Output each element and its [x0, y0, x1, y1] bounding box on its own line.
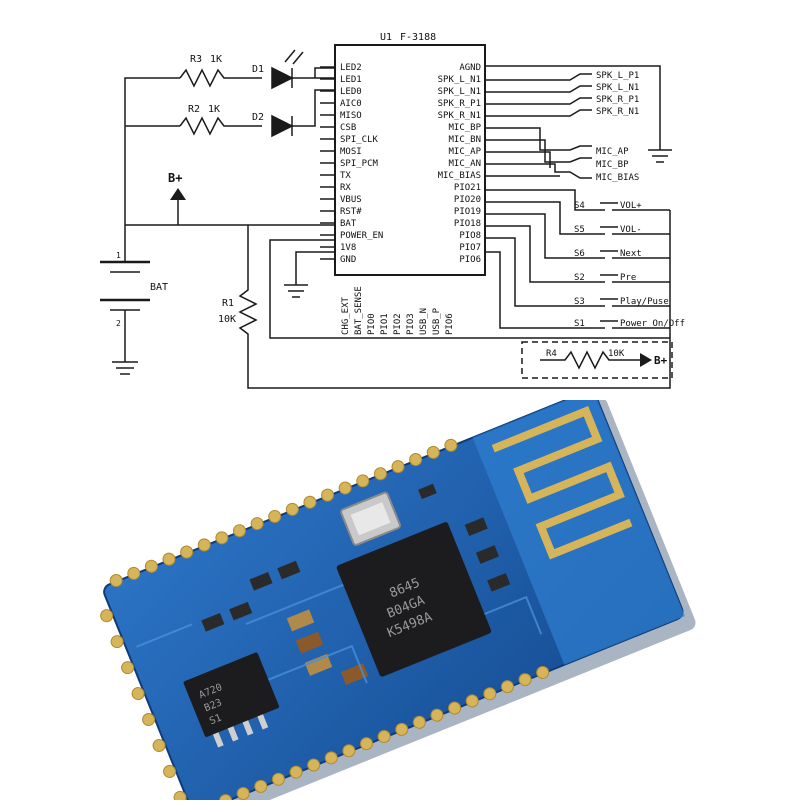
chip-right-pin-label: PIO18 [454, 219, 481, 229]
chip-right-pin-label: SPK_R_N1 [438, 111, 481, 121]
chip-right-pin-label: PIO8 [459, 231, 481, 241]
chip-left-pin-label: LED2 [340, 63, 362, 73]
bplus-label: B+ [168, 171, 182, 185]
chip-left-pin-label: SPI_CLK [340, 135, 379, 145]
chip-left-pin-label: MISO [340, 111, 362, 121]
mic-net-label: MIC_BP [596, 160, 629, 170]
r3-value: 1K [210, 54, 222, 65]
chip-left-pin-label: 1V8 [340, 243, 356, 253]
chip-right-pin-label: SPK_L_N1 [438, 75, 481, 85]
chip-bottom-pin-label: USB_N [419, 308, 429, 335]
chip-left-pin-label: BAT [340, 219, 357, 229]
chip-left-pin-label: VBUS [340, 195, 362, 205]
chip-right-pin-label: MIC_AN [448, 159, 481, 169]
led-d2 [272, 90, 335, 136]
bplus-arrow-right-icon [640, 353, 652, 367]
bluetooth-module-photo: 8645 B04GA K5498A A720 B23 S1 [0, 400, 800, 800]
chip-left-pin-label: POWER_EN [340, 231, 383, 241]
switch-function-label: Next [620, 249, 642, 259]
chip-right-pin-label: SPK_R_P1 [438, 99, 481, 109]
chip-right-pin-label: SPK_L_N1 [438, 87, 481, 97]
d2-label: D2 [252, 112, 264, 123]
speaker-net-label: SPK_R_N1 [596, 107, 639, 117]
chip-right-pin-label: PIO21 [454, 183, 481, 193]
chip-left-pin-label: LED1 [340, 75, 362, 85]
chip-right-pin-label: PIO7 [459, 243, 481, 253]
r1-value: 10K [218, 314, 236, 325]
r4-value: 10K [608, 349, 625, 359]
switch-function-label: Power On/Off [620, 319, 685, 329]
r2-ref: R2 [188, 104, 200, 115]
chip-bottom-pin-label: PIO3 [406, 313, 416, 335]
r4-ref: R4 [546, 349, 557, 359]
chip-left-pin-label: SPI_PCM [340, 159, 379, 169]
led-d1 [272, 50, 335, 88]
chip-designator: U1 [380, 32, 392, 43]
battery-pin2: 2 [116, 319, 121, 328]
chip-bottom-pin-label: PIO1 [380, 313, 390, 335]
chip-right-pin-label: PIO6 [459, 255, 481, 265]
chip-bottom-pin-label: PIO6 [445, 313, 455, 335]
resistor-r2 [180, 118, 262, 134]
switch-contacts [590, 203, 670, 328]
r3-ref: R3 [190, 54, 202, 65]
chip-left-pin-label: AIC0 [340, 99, 362, 109]
chip-right-pin-label: MIC_BIAS [438, 171, 481, 181]
battery-pin1: 1 [116, 251, 121, 260]
chip-right-pin-label: PIO20 [454, 195, 481, 205]
r4-net: B+ [654, 354, 668, 367]
chip-right-pin-label: MIC_BP [448, 123, 481, 133]
switch-ref-label: S4 [574, 201, 585, 211]
chip-right-pin-label: MIC_AP [448, 147, 481, 157]
switch-ref-label: S2 [574, 273, 585, 283]
r2-value: 1K [208, 104, 220, 115]
switch-ref-label: S1 [574, 319, 585, 329]
mic-labels: MIC_AP MIC_BP MIC_BIAS [596, 147, 639, 183]
battery-label: BAT [150, 282, 168, 293]
switch-function-label: Pre [620, 273, 636, 283]
chip-left-pin-label: RX [340, 183, 351, 193]
speaker-net-label: SPK_L_P1 [596, 71, 639, 81]
mic-net-label: MIC_BIAS [596, 173, 639, 183]
chip-right-pins: AGNDSPK_L_N1SPK_L_N1SPK_R_P1SPK_R_N1MIC_… [438, 63, 482, 265]
chip-part: F-3188 [400, 32, 436, 43]
chip-right-pin-label: PIO19 [454, 207, 481, 217]
switch-ref-label: S5 [574, 225, 585, 235]
speaker-net-label: SPK_R_P1 [596, 95, 639, 105]
chip-left-pin-label: TX [340, 171, 351, 181]
chip-left-pin-label: LED0 [340, 87, 362, 97]
battery-symbol [100, 225, 150, 374]
chip-bottom-pin-label: USB_P [432, 307, 442, 335]
chip-left-pin-label: CSB [340, 123, 356, 133]
switch-ref-label: S3 [574, 297, 585, 307]
chip-bottom-pin-label: PIO2 [393, 313, 403, 335]
switch-ref-label: S6 [574, 249, 585, 259]
chip-right-pin-label: AGND [459, 63, 481, 73]
chip-left-pin-label: RST# [340, 207, 362, 217]
mic-net-label: MIC_AP [596, 147, 629, 157]
speaker-net-label: SPK_L_N1 [596, 83, 639, 93]
chip-bottom-pin-label: PIO0 [367, 313, 377, 335]
d1-label: D1 [252, 64, 264, 75]
chip-right-pin-label: MIC_BN [448, 135, 481, 145]
bplus-arrow-icon [170, 188, 186, 200]
r1-ref: R1 [222, 298, 234, 309]
chip-left-pin-label: MOSI [340, 147, 362, 157]
switch-function-label: Play/Puse [620, 297, 669, 307]
switch-function-label: VOL- [620, 225, 642, 235]
chip-left-pin-label: GND [340, 255, 356, 265]
resistor-r3 [180, 70, 262, 86]
switch-function-label: VOL+ [620, 201, 642, 211]
chip-bottom-pin-label: BAT_SENSE [354, 286, 364, 335]
chip-bottom-pin-label: CHG_EXT [341, 296, 351, 335]
